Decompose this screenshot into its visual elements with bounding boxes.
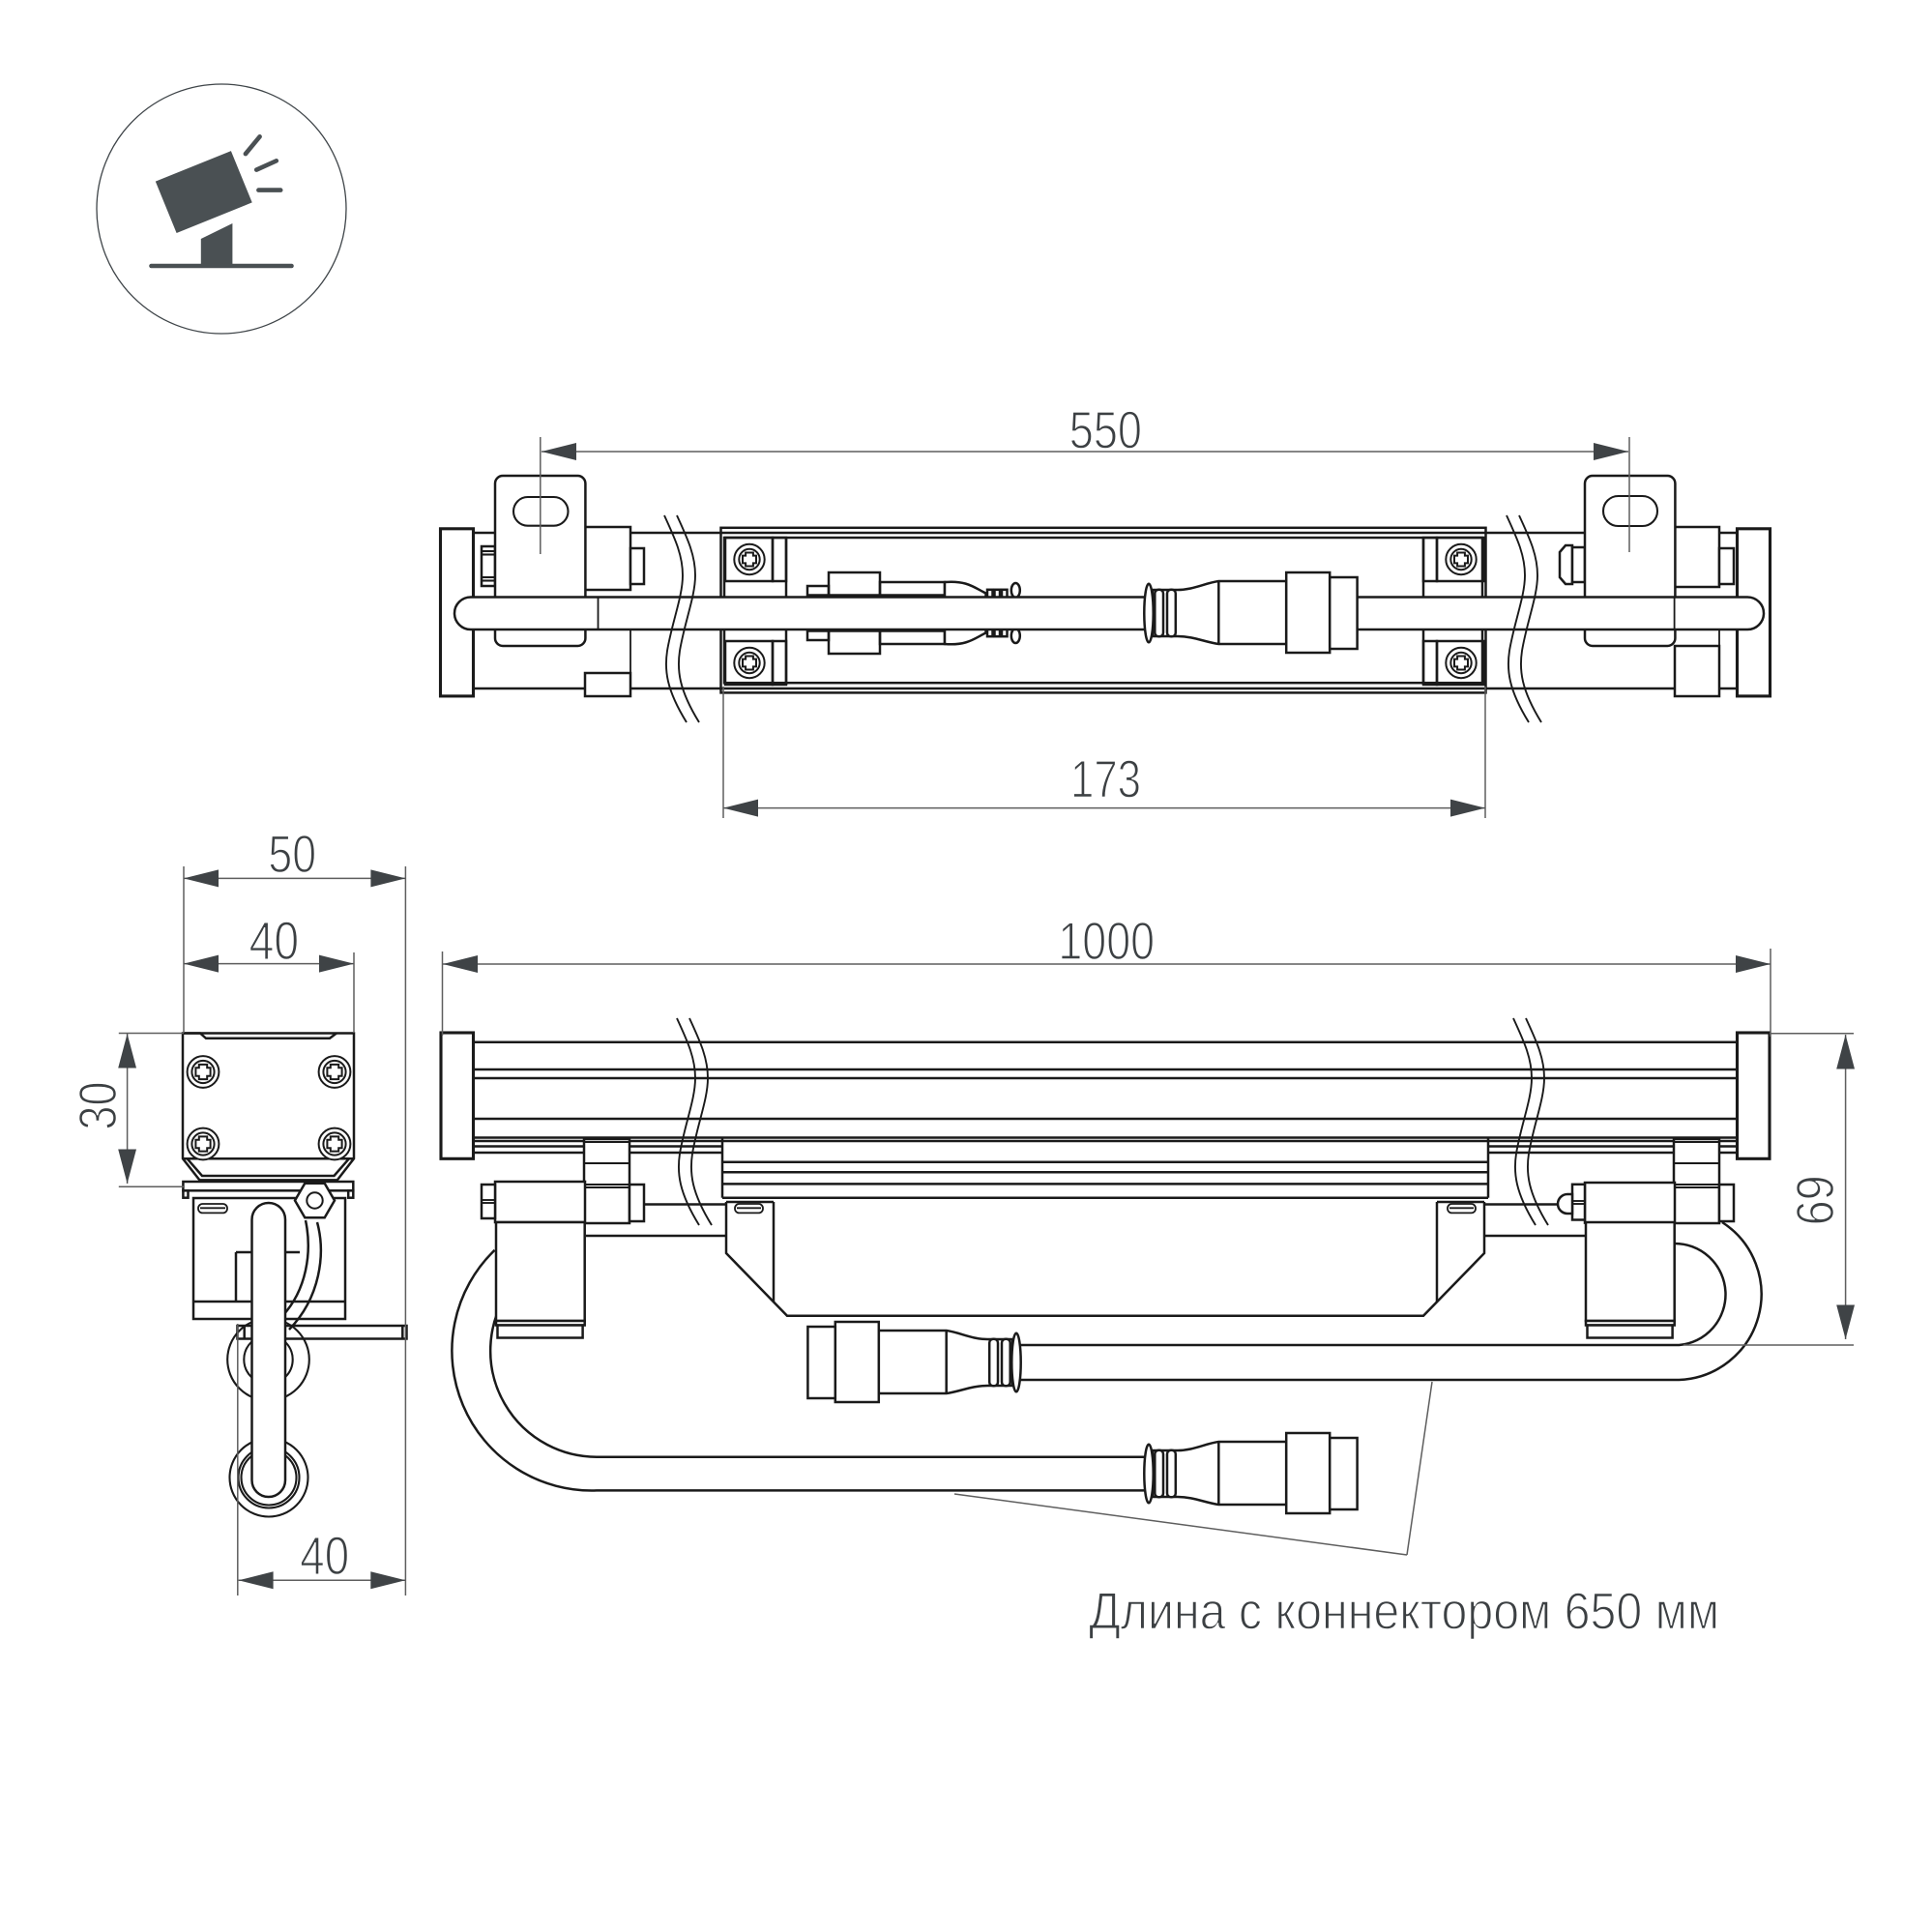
svg-text:Длина с коннектором 650 мм: Длина с коннектором 650 мм <box>1089 1582 1719 1640</box>
svg-text:173: 173 <box>1070 749 1141 809</box>
svg-text:50: 50 <box>268 825 316 884</box>
svg-text:30: 30 <box>69 1082 128 1130</box>
svg-text:40: 40 <box>249 911 300 971</box>
svg-text:69: 69 <box>1786 1175 1845 1225</box>
svg-text:40: 40 <box>300 1526 349 1586</box>
svg-text:550: 550 <box>1069 399 1142 459</box>
svg-text:1000: 1000 <box>1058 912 1155 971</box>
